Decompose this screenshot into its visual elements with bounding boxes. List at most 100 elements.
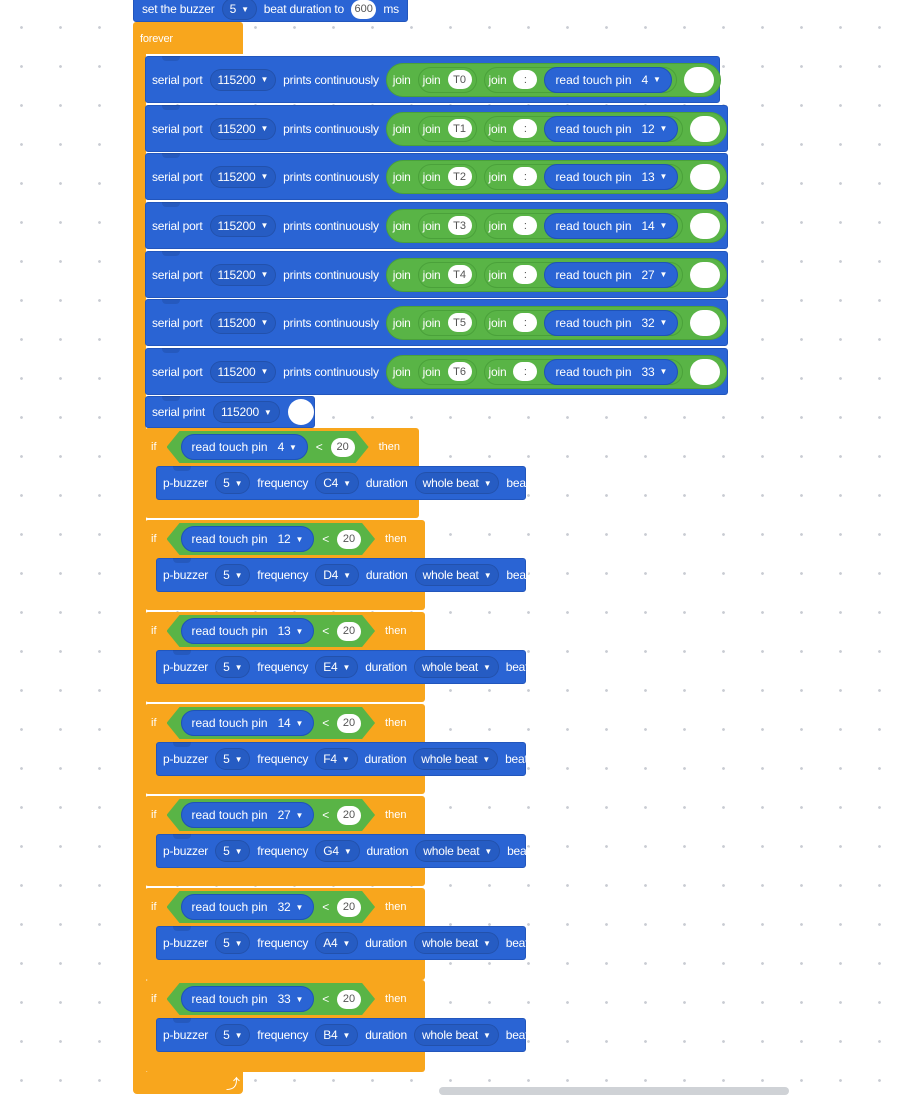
tag-text-input[interactable]: T0 <box>447 70 472 89</box>
baud-rate-dropdown[interactable]: 115200▼ <box>209 117 277 140</box>
note-dropdown[interactable]: C4▼ <box>315 472 359 494</box>
less-than-operator[interactable]: < <box>322 716 330 730</box>
empty-text-input[interactable] <box>683 66 714 93</box>
less-than-operator[interactable]: < <box>322 624 330 638</box>
buzzer-pin-dropdown[interactable]: 5▼ <box>215 748 251 770</box>
empty-text-input[interactable] <box>690 309 721 336</box>
empty-text-input[interactable] <box>690 115 721 142</box>
colon-text-input[interactable]: : <box>513 265 538 284</box>
beat-dropdown[interactable]: whole beat▼ <box>415 840 501 862</box>
touch-pin-dropdown[interactable]: 27▼ <box>277 808 304 822</box>
beat-dropdown[interactable]: whole beat▼ <box>414 564 500 586</box>
colon-text-input[interactable]: : <box>513 313 538 332</box>
empty-text-input[interactable] <box>690 261 721 288</box>
tag-text-input[interactable]: T1 <box>447 119 472 138</box>
buzzer-pin-dropdown[interactable]: 5▼ <box>215 656 251 678</box>
baud-rate-dropdown[interactable]: 115200▼ <box>209 263 277 286</box>
tag-text-input[interactable]: T2 <box>447 167 472 186</box>
note-dropdown[interactable]: G4▼ <box>315 840 360 862</box>
threshold-input[interactable]: 20 <box>337 898 361 917</box>
tag-text-input[interactable]: T3 <box>447 216 472 235</box>
less-than-operator[interactable]: < <box>322 808 330 822</box>
touch-pin-dropdown[interactable]: 33▼ <box>641 364 668 379</box>
threshold-input[interactable]: 20 <box>331 438 355 457</box>
less-than-operator[interactable]: < <box>315 440 323 454</box>
note-dropdown[interactable]: B4▼ <box>315 1024 359 1046</box>
colon-text-input[interactable]: : <box>513 362 538 381</box>
empty-text-input[interactable] <box>690 212 721 239</box>
serial-print-block[interactable]: serial print 115200▼ <box>145 396 315 428</box>
colon-text-input[interactable]: : <box>513 167 538 186</box>
touch-pin-dropdown[interactable]: 32▼ <box>641 315 668 330</box>
touch-pin-dropdown[interactable]: 12▼ <box>641 121 668 136</box>
touch-pin-dropdown[interactable]: 27▼ <box>641 267 668 282</box>
colon-text-input[interactable]: : <box>513 119 538 138</box>
touch-pin-dropdown[interactable]: 4▼ <box>277 440 297 454</box>
buzzer-pin-dropdown[interactable]: 5▼ <box>215 564 251 586</box>
touch-pin-dropdown[interactable]: 4▼ <box>641 72 661 87</box>
buzzer-pin-dropdown[interactable]: 5▼ <box>215 932 251 954</box>
threshold-input[interactable]: 20 <box>337 990 361 1009</box>
buzzer-pin-dropdown[interactable]: 5▼ <box>215 1024 251 1046</box>
beat-duration-input[interactable]: 600 <box>350 0 377 19</box>
set-buzzer-block[interactable]: set the buzzer 5▼ beat duration to 600 m… <box>133 0 408 22</box>
touch-pin-dropdown[interactable]: 14▼ <box>277 716 304 730</box>
empty-text-input[interactable] <box>690 358 721 385</box>
colon-text-input[interactable]: : <box>513 216 538 235</box>
note-dropdown[interactable]: E4▼ <box>315 656 359 678</box>
touch-pin-dropdown[interactable]: 13▼ <box>641 169 668 184</box>
threshold-input[interactable]: 20 <box>337 806 361 825</box>
note-dropdown[interactable]: A4▼ <box>315 932 359 954</box>
touch-pin-dropdown[interactable]: 32▼ <box>277 900 304 914</box>
horizontal-scrollbar[interactable] <box>439 1087 789 1095</box>
threshold-input[interactable]: 20 <box>337 714 361 733</box>
serial-print-baud-dropdown[interactable]: 115200▼ <box>212 401 280 423</box>
touch-pin-dropdown[interactable]: 14▼ <box>641 218 668 233</box>
note-dropdown[interactable]: F4▼ <box>315 748 358 770</box>
beat-dropdown[interactable]: whole beat▼ <box>413 1024 499 1046</box>
buzzer-pin-dropdown[interactable]: 5▼ <box>215 840 251 862</box>
baud-rate-dropdown[interactable]: 115200▼ <box>209 214 277 237</box>
tag-text-input[interactable]: T6 <box>447 362 472 381</box>
beat-dropdown[interactable]: whole beat▼ <box>413 656 499 678</box>
serial-print-value-input[interactable] <box>287 399 314 425</box>
empty-text-input[interactable] <box>690 163 721 190</box>
touch-pin-dropdown[interactable]: 33▼ <box>277 992 304 1006</box>
touch-pin-dropdown[interactable]: 13▼ <box>277 624 304 638</box>
